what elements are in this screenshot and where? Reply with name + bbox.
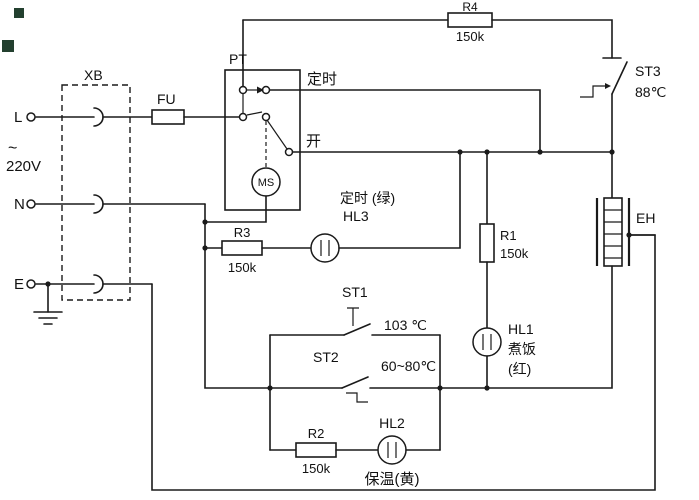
wire bbox=[269, 89, 541, 153]
lamp-HL2 bbox=[377, 435, 407, 465]
resistor-body bbox=[447, 12, 493, 28]
thermostat-label: ST2 bbox=[313, 349, 339, 365]
ground-icon bbox=[33, 283, 63, 325]
plug-contact-icon bbox=[93, 107, 104, 127]
timer-lamp-branch: R3 150k 定时 (绿) HL3 bbox=[204, 151, 461, 275]
lamp-electrodes bbox=[387, 442, 397, 458]
lamp-HL3 bbox=[310, 233, 340, 263]
switch-block: ST1 103 ℃ ST2 60~80℃ R2 150k HL2 保温(黄) bbox=[204, 203, 441, 488]
thermostat-ST1: ST1 103 ℃ bbox=[269, 284, 441, 336]
contact bbox=[238, 112, 248, 122]
heater-rungs bbox=[604, 209, 622, 259]
resistor-body bbox=[295, 442, 337, 458]
switch-blade bbox=[343, 323, 371, 336]
thermostat-label: ST1 bbox=[342, 284, 368, 300]
resistor-value: 150k bbox=[228, 260, 257, 275]
lamp-caption: (红) bbox=[508, 361, 531, 377]
wire bbox=[439, 265, 613, 389]
terminal-label-E: E bbox=[14, 276, 24, 293]
contact bbox=[238, 85, 248, 95]
timer-motor-label: MS bbox=[258, 177, 275, 189]
timer-contact-label: 定时 bbox=[307, 71, 337, 88]
wire bbox=[491, 19, 613, 59]
switch-blade bbox=[611, 61, 628, 95]
bimetal-icon bbox=[580, 85, 605, 98]
lamp-label: HL3 bbox=[343, 208, 369, 224]
plug-contact-icon bbox=[93, 274, 104, 294]
contact bbox=[284, 147, 294, 157]
voltage-label: 220V bbox=[6, 158, 41, 175]
bimetal-icon bbox=[346, 392, 368, 403]
resistor-label: R2 bbox=[308, 426, 325, 441]
lamp-label: HL1 bbox=[508, 321, 534, 337]
terminal-N bbox=[26, 199, 36, 209]
resistor-body bbox=[221, 240, 263, 256]
scan-artifact bbox=[2, 40, 14, 52]
resistor-label: R4 bbox=[462, 0, 478, 14]
resistor-value: 150k bbox=[500, 246, 529, 261]
wire bbox=[338, 151, 461, 249]
terminal-label-L: L bbox=[14, 109, 22, 126]
thermostat-label: ST3 bbox=[635, 63, 661, 79]
resistor-label: R3 bbox=[234, 225, 251, 240]
keep-warm-lamp-branch: R2 150k HL2 保温(黄) bbox=[269, 415, 441, 488]
lamp-HL1 bbox=[472, 327, 502, 357]
resistor-R4: R4 150k bbox=[242, 0, 613, 59]
thermostat-ST3: ST3 88℃ bbox=[580, 57, 666, 199]
lamp-caption: 定时 (绿) bbox=[340, 190, 395, 206]
contact-wiring bbox=[269, 89, 613, 153]
resistor-value: 150k bbox=[302, 461, 331, 476]
power-input: L ~ 220V N E XB bbox=[6, 67, 206, 325]
timer-label-PT: PT bbox=[229, 51, 247, 67]
cook-lamp-branch: R1 150k HL1 煮饭 (红) bbox=[472, 151, 536, 389]
switch-blade bbox=[341, 376, 369, 389]
connector-XB-box bbox=[61, 84, 131, 301]
thermostat-temp: 60~80℃ bbox=[381, 358, 436, 374]
junction-dots bbox=[45, 149, 632, 391]
thermostat-temp: 103 ℃ bbox=[384, 317, 427, 333]
on-contact-label: 开 bbox=[306, 133, 321, 150]
resistor-value: 150k bbox=[456, 29, 485, 44]
earth-rail bbox=[151, 234, 656, 491]
plug-contact-icon bbox=[93, 194, 104, 214]
wire bbox=[204, 203, 271, 389]
lamp-caption: 保温(黄) bbox=[365, 471, 420, 488]
fuse-label: FU bbox=[157, 91, 176, 107]
terminal-label-N: N bbox=[14, 196, 25, 213]
heater-EH: EH bbox=[439, 197, 656, 389]
timer-unit-PT: MS PT 定时 开 bbox=[204, 19, 337, 223]
scan-artifact bbox=[14, 8, 24, 18]
lamp-caption: 煮饭 bbox=[508, 341, 536, 357]
arrow-icon bbox=[257, 86, 264, 94]
switch-blade bbox=[246, 111, 263, 116]
lamp-electrodes bbox=[482, 334, 492, 350]
wire bbox=[204, 195, 267, 223]
ac-symbol: ~ bbox=[8, 140, 17, 157]
connector-label-XB: XB bbox=[84, 67, 103, 83]
actuator-icon bbox=[347, 307, 359, 326]
fuse-FU: FU bbox=[151, 91, 226, 125]
thermostat-temp: 88℃ bbox=[635, 84, 666, 100]
terminal-E bbox=[26, 279, 36, 289]
arrow-icon bbox=[605, 83, 611, 89]
heater-element bbox=[603, 197, 623, 267]
thermostat-ST2: ST2 60~80℃ bbox=[269, 349, 441, 403]
terminal-L bbox=[26, 112, 36, 122]
lamp-label: HL2 bbox=[379, 415, 405, 431]
resistor-label: R1 bbox=[500, 228, 517, 243]
contact bbox=[261, 112, 271, 122]
fuse-body bbox=[151, 109, 185, 125]
lamp-electrodes bbox=[320, 240, 330, 256]
heater-label: EH bbox=[636, 210, 655, 226]
switch-blade bbox=[266, 119, 288, 150]
resistor-body bbox=[479, 223, 495, 263]
